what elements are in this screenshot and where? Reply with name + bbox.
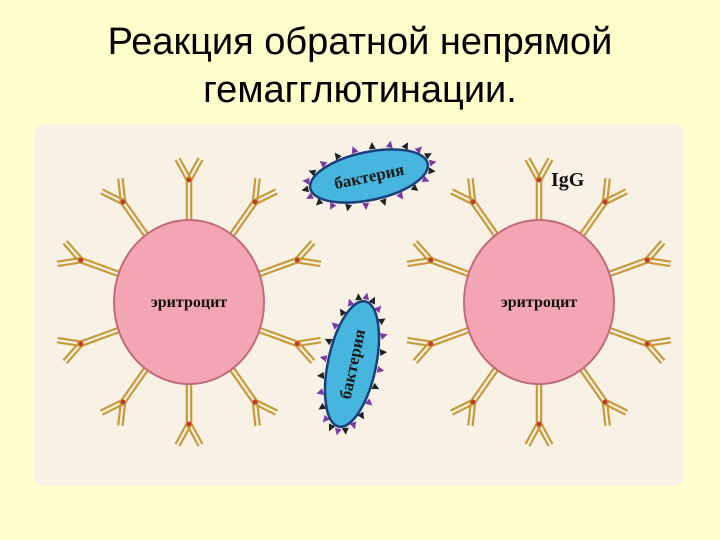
antibody-right-3 — [406, 326, 470, 364]
antigen-spike — [373, 305, 382, 314]
antibody-left-9 — [229, 177, 278, 237]
antigen-spike — [324, 338, 333, 346]
antigen-spike — [318, 402, 327, 410]
antigen-spike — [428, 167, 436, 175]
antigen-spike — [302, 177, 310, 185]
bacterium-bottom: бактерия — [316, 292, 388, 436]
antigen-spike — [316, 388, 325, 395]
antigen-spike — [379, 333, 388, 340]
antibody-left-8 — [258, 240, 322, 278]
antibody-left-0 — [174, 157, 204, 220]
antigen-spike — [351, 146, 359, 154]
antibody-left-2 — [56, 240, 120, 278]
antigen-spike — [401, 142, 409, 151]
antibody-right-4 — [450, 367, 499, 427]
antigen-spike — [377, 318, 386, 326]
antibody-left-4 — [100, 367, 149, 427]
antigen-spike — [316, 371, 325, 379]
bacterium-bottom-body — [323, 299, 381, 429]
antigen-spike — [341, 427, 349, 435]
igg-label: IgG — [551, 169, 585, 191]
antigen-spike — [385, 140, 393, 149]
slide-title: Реакция обратной непрямой гемагглютинаци… — [0, 18, 720, 114]
diagram-canvas: эритроцит эритроцит бактерия бактерия Ig… — [34, 124, 684, 486]
antibody-left-6 — [229, 367, 278, 427]
bacterium-top-antigens — [301, 140, 437, 212]
antigen-spike — [329, 201, 337, 210]
antigen-spike — [379, 198, 387, 206]
antigen-spike — [301, 185, 310, 193]
antigen-spike — [355, 293, 363, 301]
erythrocyte-left — [113, 219, 265, 385]
antigen-spike — [322, 414, 331, 423]
antigen-spike — [345, 203, 353, 212]
antigen-spike — [357, 411, 365, 420]
antigen-spike — [396, 191, 404, 200]
antibody-right-9 — [579, 177, 628, 237]
antibody-right-1 — [450, 177, 499, 237]
antigen-spike — [371, 382, 380, 390]
antibody-left-5 — [174, 384, 204, 447]
antibody-right-7 — [608, 326, 672, 364]
erythrocyte-left-label: эритроцит — [151, 294, 227, 311]
antigen-spike — [331, 322, 340, 330]
antibody-left-3 — [56, 326, 120, 364]
bacterium-top: бактерия — [301, 140, 437, 212]
antigen-spike — [328, 423, 336, 432]
antigen-spike — [362, 292, 370, 301]
antigen-spike — [334, 427, 342, 436]
antigen-spike — [362, 202, 370, 210]
antibody-left-7 — [258, 326, 322, 364]
antigen-spike — [319, 355, 328, 363]
antibody-right-8 — [608, 240, 672, 278]
antigen-spike — [306, 192, 314, 199]
antigen-spike — [424, 153, 432, 160]
antigen-spike — [414, 146, 423, 154]
antigen-spike — [368, 142, 376, 150]
antigen-spike — [410, 183, 419, 192]
antibody-left-1 — [100, 177, 149, 237]
antigen-spike — [315, 198, 324, 206]
antigen-spike — [379, 349, 388, 357]
antigen-spike — [319, 160, 328, 169]
antigen-spike — [428, 159, 437, 167]
antibody-layer — [56, 157, 672, 447]
antibody-right-6 — [579, 367, 628, 427]
antibody-right-2 — [406, 240, 470, 278]
erythrocyte-right-label: эритроцит — [501, 294, 577, 311]
antigen-spike — [334, 152, 342, 161]
erythrocyte-right — [463, 219, 615, 385]
hemagglutination-diagram: эритроцит эритроцит бактерия бактерия Ig… — [34, 124, 684, 486]
antibody-right-5 — [524, 384, 554, 447]
bacterium-top-body — [308, 148, 430, 204]
antigen-spike — [364, 398, 373, 406]
antigen-spike — [368, 296, 376, 305]
title-line-1: Реакция обратной непрямой — [107, 21, 613, 63]
bacterium-bottom-antigens — [316, 292, 388, 436]
title-line-2: гемагглютинации. — [203, 69, 517, 111]
antigen-spike — [376, 365, 385, 373]
antigen-spike — [339, 308, 347, 317]
antibody-right-0 — [524, 157, 554, 220]
